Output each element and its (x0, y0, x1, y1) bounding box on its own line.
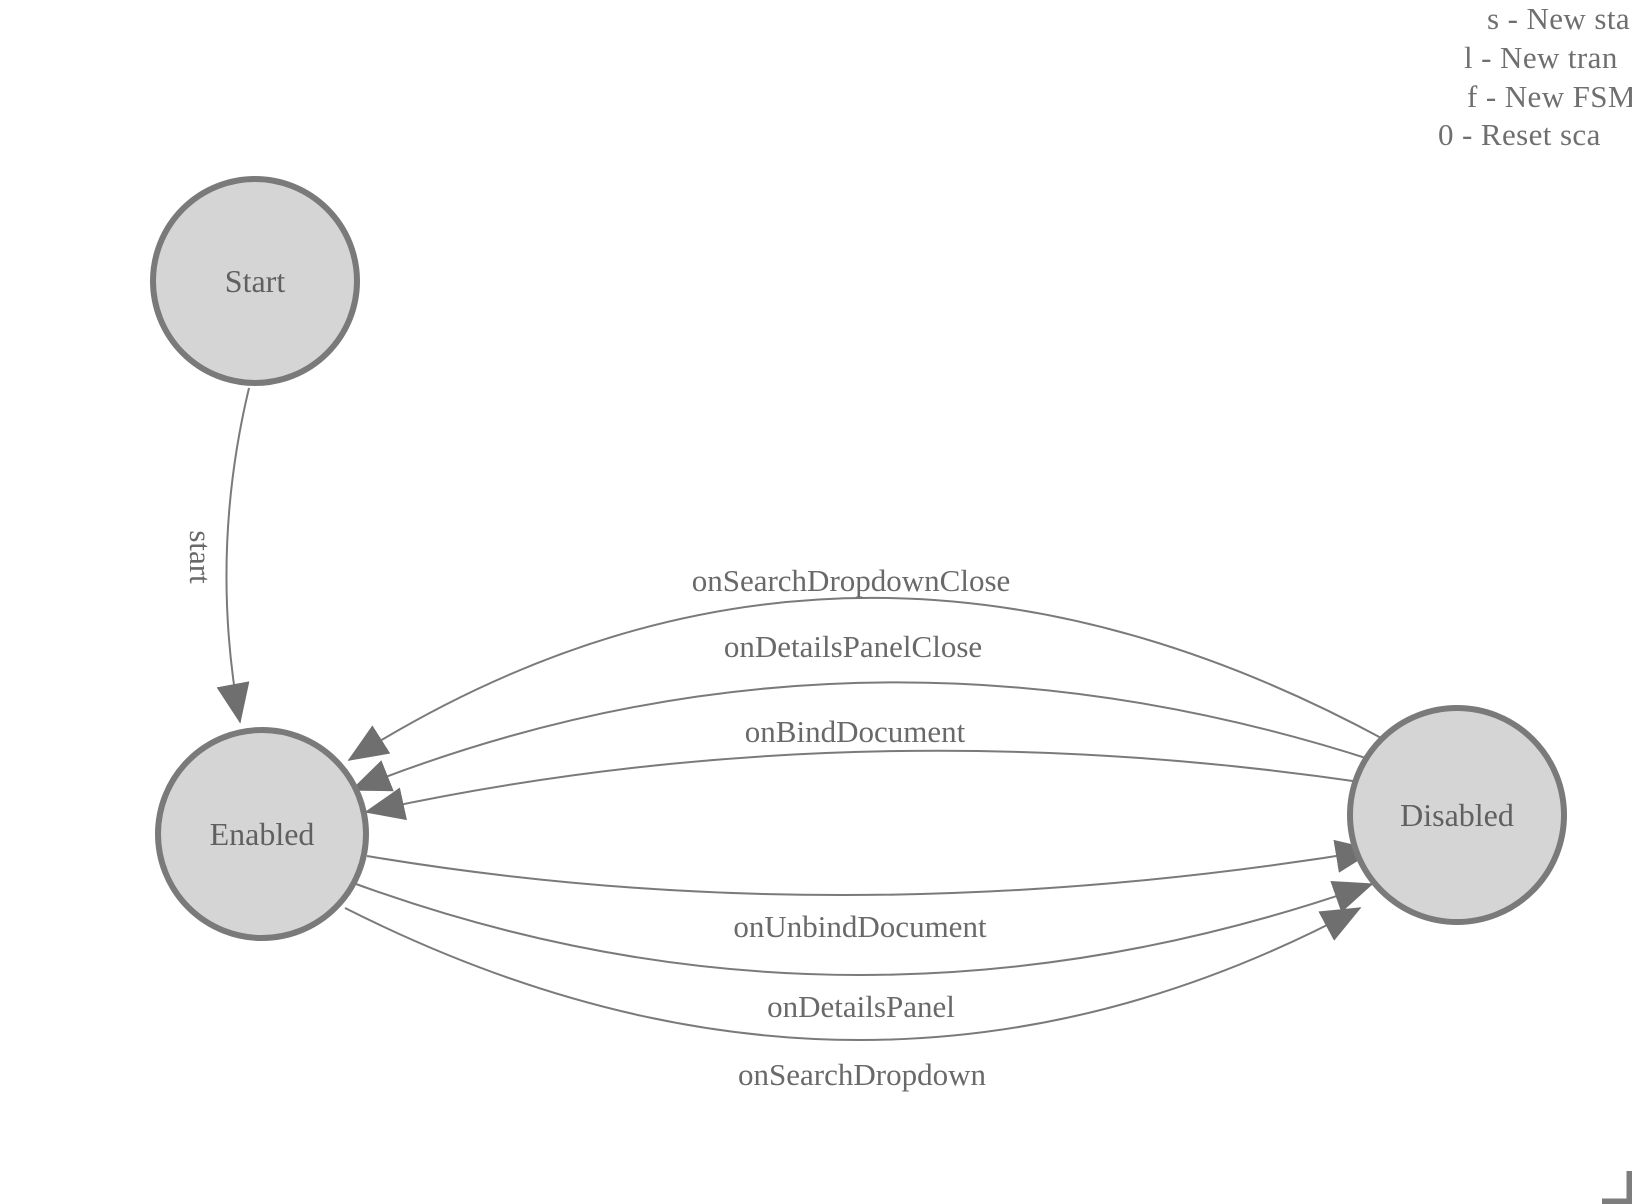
transition-path-onSearchDropdownClose[interactable] (347, 596, 1386, 761)
transition-path-onSearchDropdown[interactable] (344, 907, 1362, 1041)
legend-line-reset: 0 - Reset sca (1438, 117, 1601, 152)
state-label-enabled: Enabled (210, 816, 315, 852)
transition-path-start[interactable] (216, 387, 250, 724)
transition-label-onBindDocument: onBindDocument (745, 714, 966, 749)
corner-frame-vertical-bar (1626, 1171, 1632, 1204)
state-nodes: Start Enabled Disabled (150, 176, 1567, 941)
shortcuts-legend: s - New sta l - New tran f - New FSM 0 -… (1438, 1, 1632, 152)
legend-line-new-transition: l - New tran (1464, 40, 1618, 75)
transition-label-onDetailsPanelClose: onDetailsPanelClose (724, 629, 982, 664)
transition-path-onDetailsPanel[interactable] (355, 881, 1374, 976)
state-circle-disabled[interactable] (1347, 705, 1567, 925)
state-node-start[interactable]: Start (150, 176, 360, 386)
transition-path-onUnbindDocument[interactable] (366, 839, 1376, 897)
legend-line-new-state: s - New sta (1487, 1, 1630, 36)
transition-edges (216, 387, 1386, 1041)
transition-path-onDetailsPanelClose[interactable] (350, 681, 1373, 792)
state-node-disabled[interactable]: Disabled (1347, 705, 1567, 925)
transition-label-onSearchDropdownClose: onSearchDropdownClose (692, 563, 1011, 598)
state-circle-start[interactable] (150, 176, 360, 386)
corner-frame-horizontal-bar (1602, 1198, 1632, 1204)
state-circle-enabled[interactable] (155, 727, 369, 941)
transition-label-start: start (183, 530, 218, 584)
legend-line-new-fsm: f - New FSM (1467, 79, 1632, 114)
state-label-disabled: Disabled (1400, 797, 1514, 833)
state-label-start: Start (225, 263, 286, 299)
transition-path-onBindDocument[interactable] (364, 749, 1361, 821)
transition-label-onSearchDropdown: onSearchDropdown (738, 1057, 986, 1092)
transition-label-onDetailsPanel: onDetailsPanel (767, 989, 955, 1024)
transition-label-onUnbindDocument: onUnbindDocument (733, 909, 987, 944)
transition-labels: start onSearchDropdownClose onDetailsPan… (183, 530, 1010, 1092)
corner-frame-handle (1602, 1171, 1632, 1204)
state-node-enabled[interactable]: Enabled (155, 727, 369, 941)
